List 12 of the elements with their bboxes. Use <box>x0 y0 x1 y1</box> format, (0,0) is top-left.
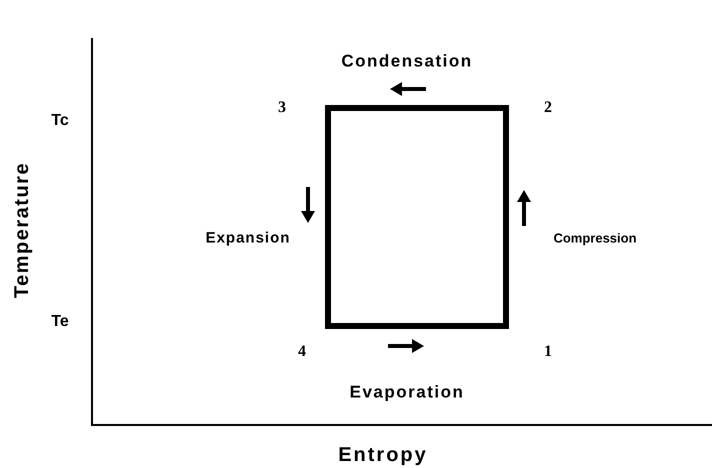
state-number: 3 <box>278 100 286 116</box>
tick-label: Te <box>51 314 69 330</box>
process-label: Condensation <box>341 52 473 70</box>
axis-title: Entropy <box>338 445 428 465</box>
state-number: 4 <box>298 344 306 360</box>
tick-label: Tc <box>51 113 69 129</box>
process-label: Evaporation <box>350 384 464 400</box>
axis-title: Temperature <box>12 162 32 298</box>
process-label: Compression <box>553 232 637 244</box>
process-label: Expansion <box>206 230 290 246</box>
state-number: 1 <box>544 344 552 360</box>
state-number: 2 <box>544 100 552 116</box>
